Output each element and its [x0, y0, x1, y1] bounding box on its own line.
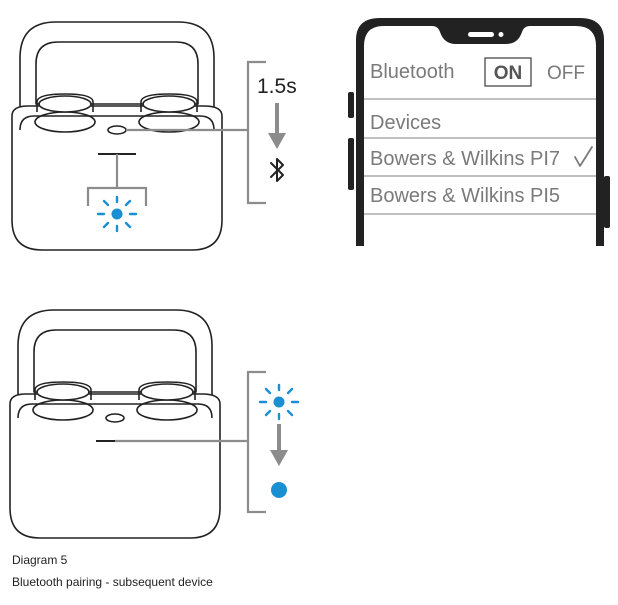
bluetooth-setting-label: Bluetooth — [370, 61, 455, 83]
devices-header: Devices — [370, 112, 441, 134]
device-item-pi5[interactable]: Bowers & Wilkins PI5 — [370, 185, 560, 207]
bluetooth-icon — [270, 158, 284, 182]
led-solid-icon — [271, 482, 287, 498]
pairing-button[interactable] — [105, 413, 125, 423]
diagram-caption: Bluetooth pairing - subsequent device — [12, 575, 213, 589]
checkmark-icon — [574, 146, 593, 167]
device-item-pi7[interactable]: Bowers & Wilkins PI7 — [370, 148, 560, 170]
bluetooth-on-toggle[interactable] — [484, 57, 532, 87]
bracket-step1 — [246, 60, 266, 205]
diagram-number: Diagram 5 — [12, 553, 68, 567]
phone-side-button-left-1 — [348, 92, 354, 118]
phone: Bluetooth ON OFF Devices Bowers & Wilkin… — [348, 18, 610, 246]
phone-side-button-right — [604, 176, 610, 228]
earbud-right — [136, 381, 198, 421]
arrow-down-icon — [268, 103, 286, 149]
case-body-rim — [17, 403, 213, 419]
phone-camera — [498, 32, 504, 37]
case-body — [9, 393, 221, 539]
phone-side-button-left-2 — [348, 138, 354, 190]
bluetooth-off-toggle[interactable]: OFF — [547, 63, 585, 84]
led-flashing-icon — [96, 195, 138, 233]
earbud-left — [32, 381, 94, 421]
case-body-rim — [19, 115, 215, 131]
led-flashing-icon — [258, 383, 300, 421]
bracket-step2 — [246, 370, 266, 514]
earbud-left — [34, 93, 96, 133]
press-duration-label: 1.5s — [257, 75, 297, 98]
led-callout-top — [86, 154, 148, 206]
arrow-down-icon — [270, 424, 288, 466]
case-lid-inner — [33, 329, 197, 393]
charging-case-bottom — [9, 309, 221, 539]
case-lid-inner — [35, 41, 199, 105]
bluetooth-on-label: ON — [494, 63, 523, 84]
phone-speaker — [468, 32, 494, 37]
earbud-right — [138, 93, 200, 133]
